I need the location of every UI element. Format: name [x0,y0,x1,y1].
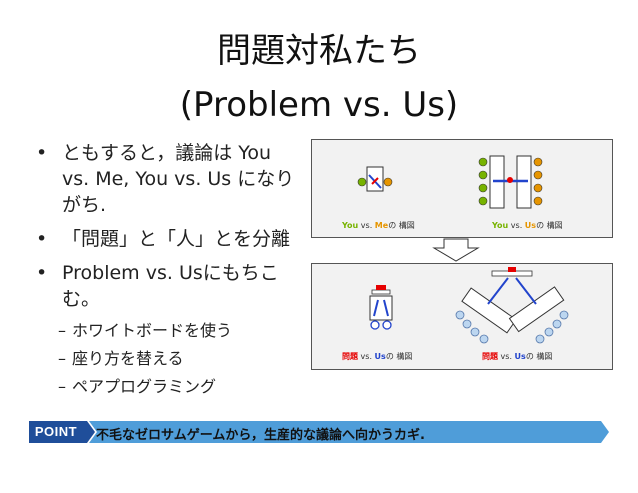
bullet-marker: • [36,142,48,164]
transition-arrow-icon [432,238,480,262]
bullet-item: • ともすると，議論は You vs. Me, You vs. Us になりがち… [34,140,304,218]
caption-problem-vs-us-large: 問題 vs. Usの 構図 [482,352,553,361]
bullet-marker: • [36,228,48,250]
conflict-arrow-icon [371,177,379,185]
point-bar [29,421,609,443]
issue-marker-icon [507,177,513,183]
focus-arrow-icon [383,299,389,317]
us-person-icon [533,157,543,167]
bullet-item: • 「問題」と「人」とを分離 [34,226,304,252]
table-shape [461,287,517,334]
us-person-icon [455,310,465,320]
bullet-list: • ともすると，議論は You vs. Me, You vs. Us になりがち… [34,140,304,404]
us-person-icon [479,334,489,344]
sub-bullet-item: – ペアプログラミング [34,376,304,398]
table-group [461,287,517,334]
caption-you-vs-us: You vs. Usの 構図 [492,221,563,230]
slide-title-japanese: 問題対私たち [217,31,421,71]
us-person-icon [552,319,562,329]
us-person-icon [533,170,543,180]
collaboration-diagram [369,267,569,344]
point-label-shape [29,421,95,443]
us-person-icon [382,320,392,330]
sub-bullet-text: 座り方を替える [72,349,184,368]
focus-arrow-icon [487,277,509,305]
sub-bullet-text: ホワイトボードを使う [72,321,233,340]
focus-arrow-icon [515,277,537,305]
whiteboard-shape [371,289,391,295]
us-person-icon [370,320,380,330]
us-person-icon [535,334,545,344]
confrontation-diagram [357,155,543,209]
sub-bullet-marker: – [58,321,66,340]
problem-marker-icon [508,267,516,272]
you-person-icon [357,177,367,187]
slide-title-english: (Problem vs. Us) [179,85,459,125]
focus-arrow-icon [373,299,379,317]
point-text-shape [89,421,609,443]
us-person-icon [559,310,569,320]
bullet-item: • Problem vs. Usにもちこむ。 [34,260,304,312]
sub-bullet-item: – 座り方を替える [34,348,304,370]
bullet-text: 「問題」と「人」とを分離 [62,228,291,250]
sub-bullet-marker: – [58,349,66,368]
table-shape [369,295,393,321]
point-text: 不毛なゼロサムゲームから，生産的な議論へ向かうカギ. [96,428,425,443]
caption-problem-vs-us-small: 問題 vs. Usの 構図 [342,352,413,361]
you-person-icon [478,170,488,180]
sub-bullet-item: – ホワイトボードを使う [34,320,304,342]
bullet-marker: • [36,262,48,284]
diagram-panel-collaboration: 問題 vs. Usの 構図 問題 vs. Usの 構図 [311,263,613,370]
me-person-icon [383,177,393,187]
us-person-icon [462,319,472,329]
sub-bullet-marker: – [58,377,66,396]
us-person-icon [544,327,554,337]
problem-marker-icon [376,285,386,290]
diagram-panel-confrontation: You vs. Meの 構図 You vs. Usの 構図 [311,139,613,238]
us-person-icon [533,196,543,206]
table-shape [508,286,565,333]
sub-bullet-text: ペアプログラミング [72,377,217,396]
bullet-text: ともすると，議論は You vs. Me, You vs. Us になりがち. [62,142,295,216]
us-person-icon [470,327,480,337]
point-label: POINT [34,424,78,439]
you-person-icon [478,157,488,167]
you-person-icon [478,183,488,193]
us-person-icon [533,183,543,193]
you-person-icon [478,196,488,206]
caption-you-vs-me: You vs. Meの 構図 [342,221,415,230]
table-group [508,286,565,333]
bullet-text: Problem vs. Usにもちこむ。 [62,262,279,310]
